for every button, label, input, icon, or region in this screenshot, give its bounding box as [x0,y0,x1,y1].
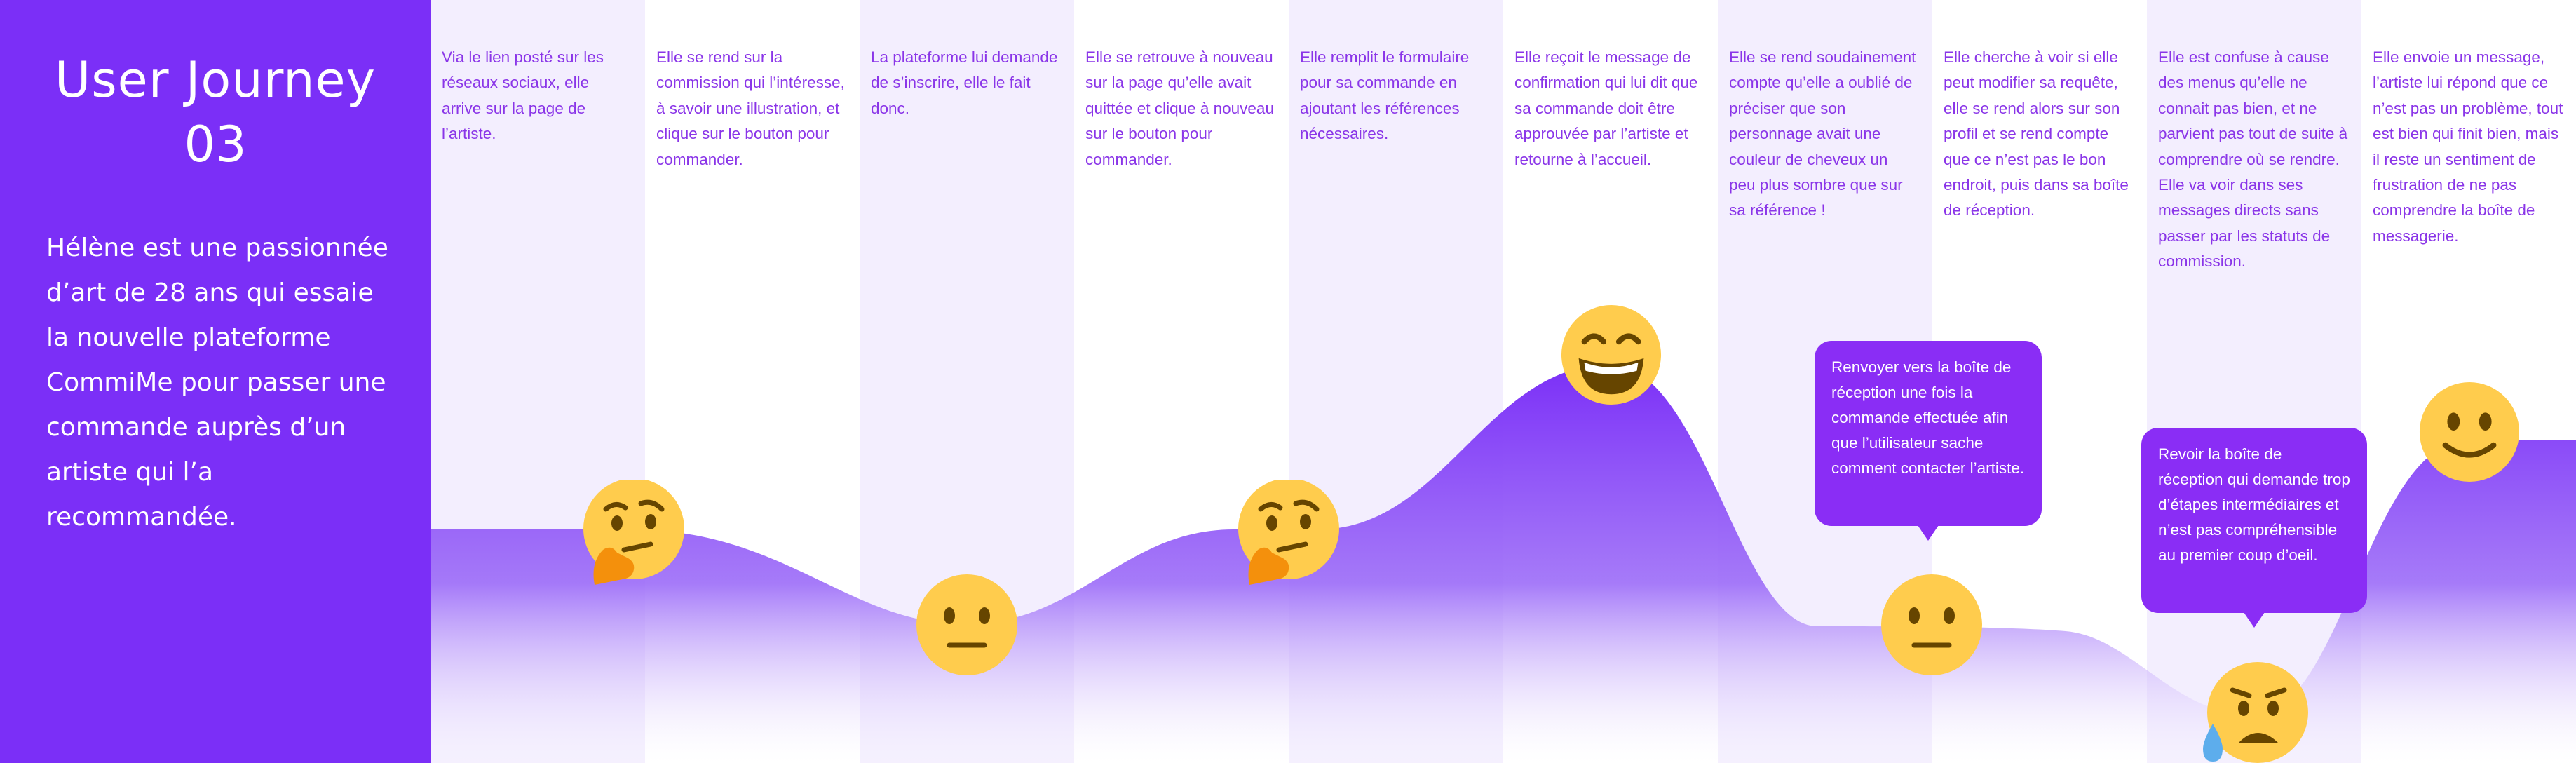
opportunity-bubble-1: Renvoyer vers la boîte de réception une … [1815,341,2042,541]
opportunity-bubble-2: Revoir la boîte de réception qui demande… [2141,428,2367,628]
thinking-face-icon [583,480,684,585]
grinning-face-icon [1561,304,1662,405]
smiling-face-icon [2419,382,2520,482]
stage-3-text: La plateforme lui demande de s’inscrire,… [871,48,1058,117]
stage-6-text: Elle reçoit le message de confirmation q… [1514,48,1698,168]
neutral-face-icon [916,574,1017,675]
stage-4-text: Elle se retrouve à nouveau sur la page q… [1085,48,1274,168]
opportunity-text-1: Renvoyer vers la boîte de réception une … [1831,358,2025,477]
stage-2-text: Elle se rend sur la commission qui l’int… [656,48,845,168]
stage-8-text: Elle cherche à voir si elle peut modifie… [1944,48,2129,220]
stage-column-9 [2147,0,2361,763]
thinking-face-icon [1238,480,1339,585]
bubble-tail [2244,612,2265,628]
bubble-tail [1918,525,1939,541]
persona-description: Hélène est une passionnée d’art de 28 an… [46,234,388,532]
stage-5-text: Elle remplit le formulaire pour sa comma… [1300,48,1470,143]
stage-10-text: Elle envoie un message, l’artiste lui ré… [2373,48,2563,245]
page-title: User Journey [54,51,377,109]
neutral-face-icon [1881,574,1982,675]
opportunity-text-2: Revoir la boîte de réception qui demande… [2158,445,2350,564]
sad-sweat-face-icon [2203,662,2308,763]
stage-7-text: Elle se rend soudainement compte qu’elle… [1729,48,1916,220]
persona-panel: User Journey 03 Hélène est une passionné… [0,0,431,763]
stage-1-text: Via le lien posté sur les réseaux sociau… [442,48,604,143]
journey-number: 03 [184,116,247,173]
stage-9-text: Elle est confuse à cause des menus qu’el… [2158,48,2348,271]
